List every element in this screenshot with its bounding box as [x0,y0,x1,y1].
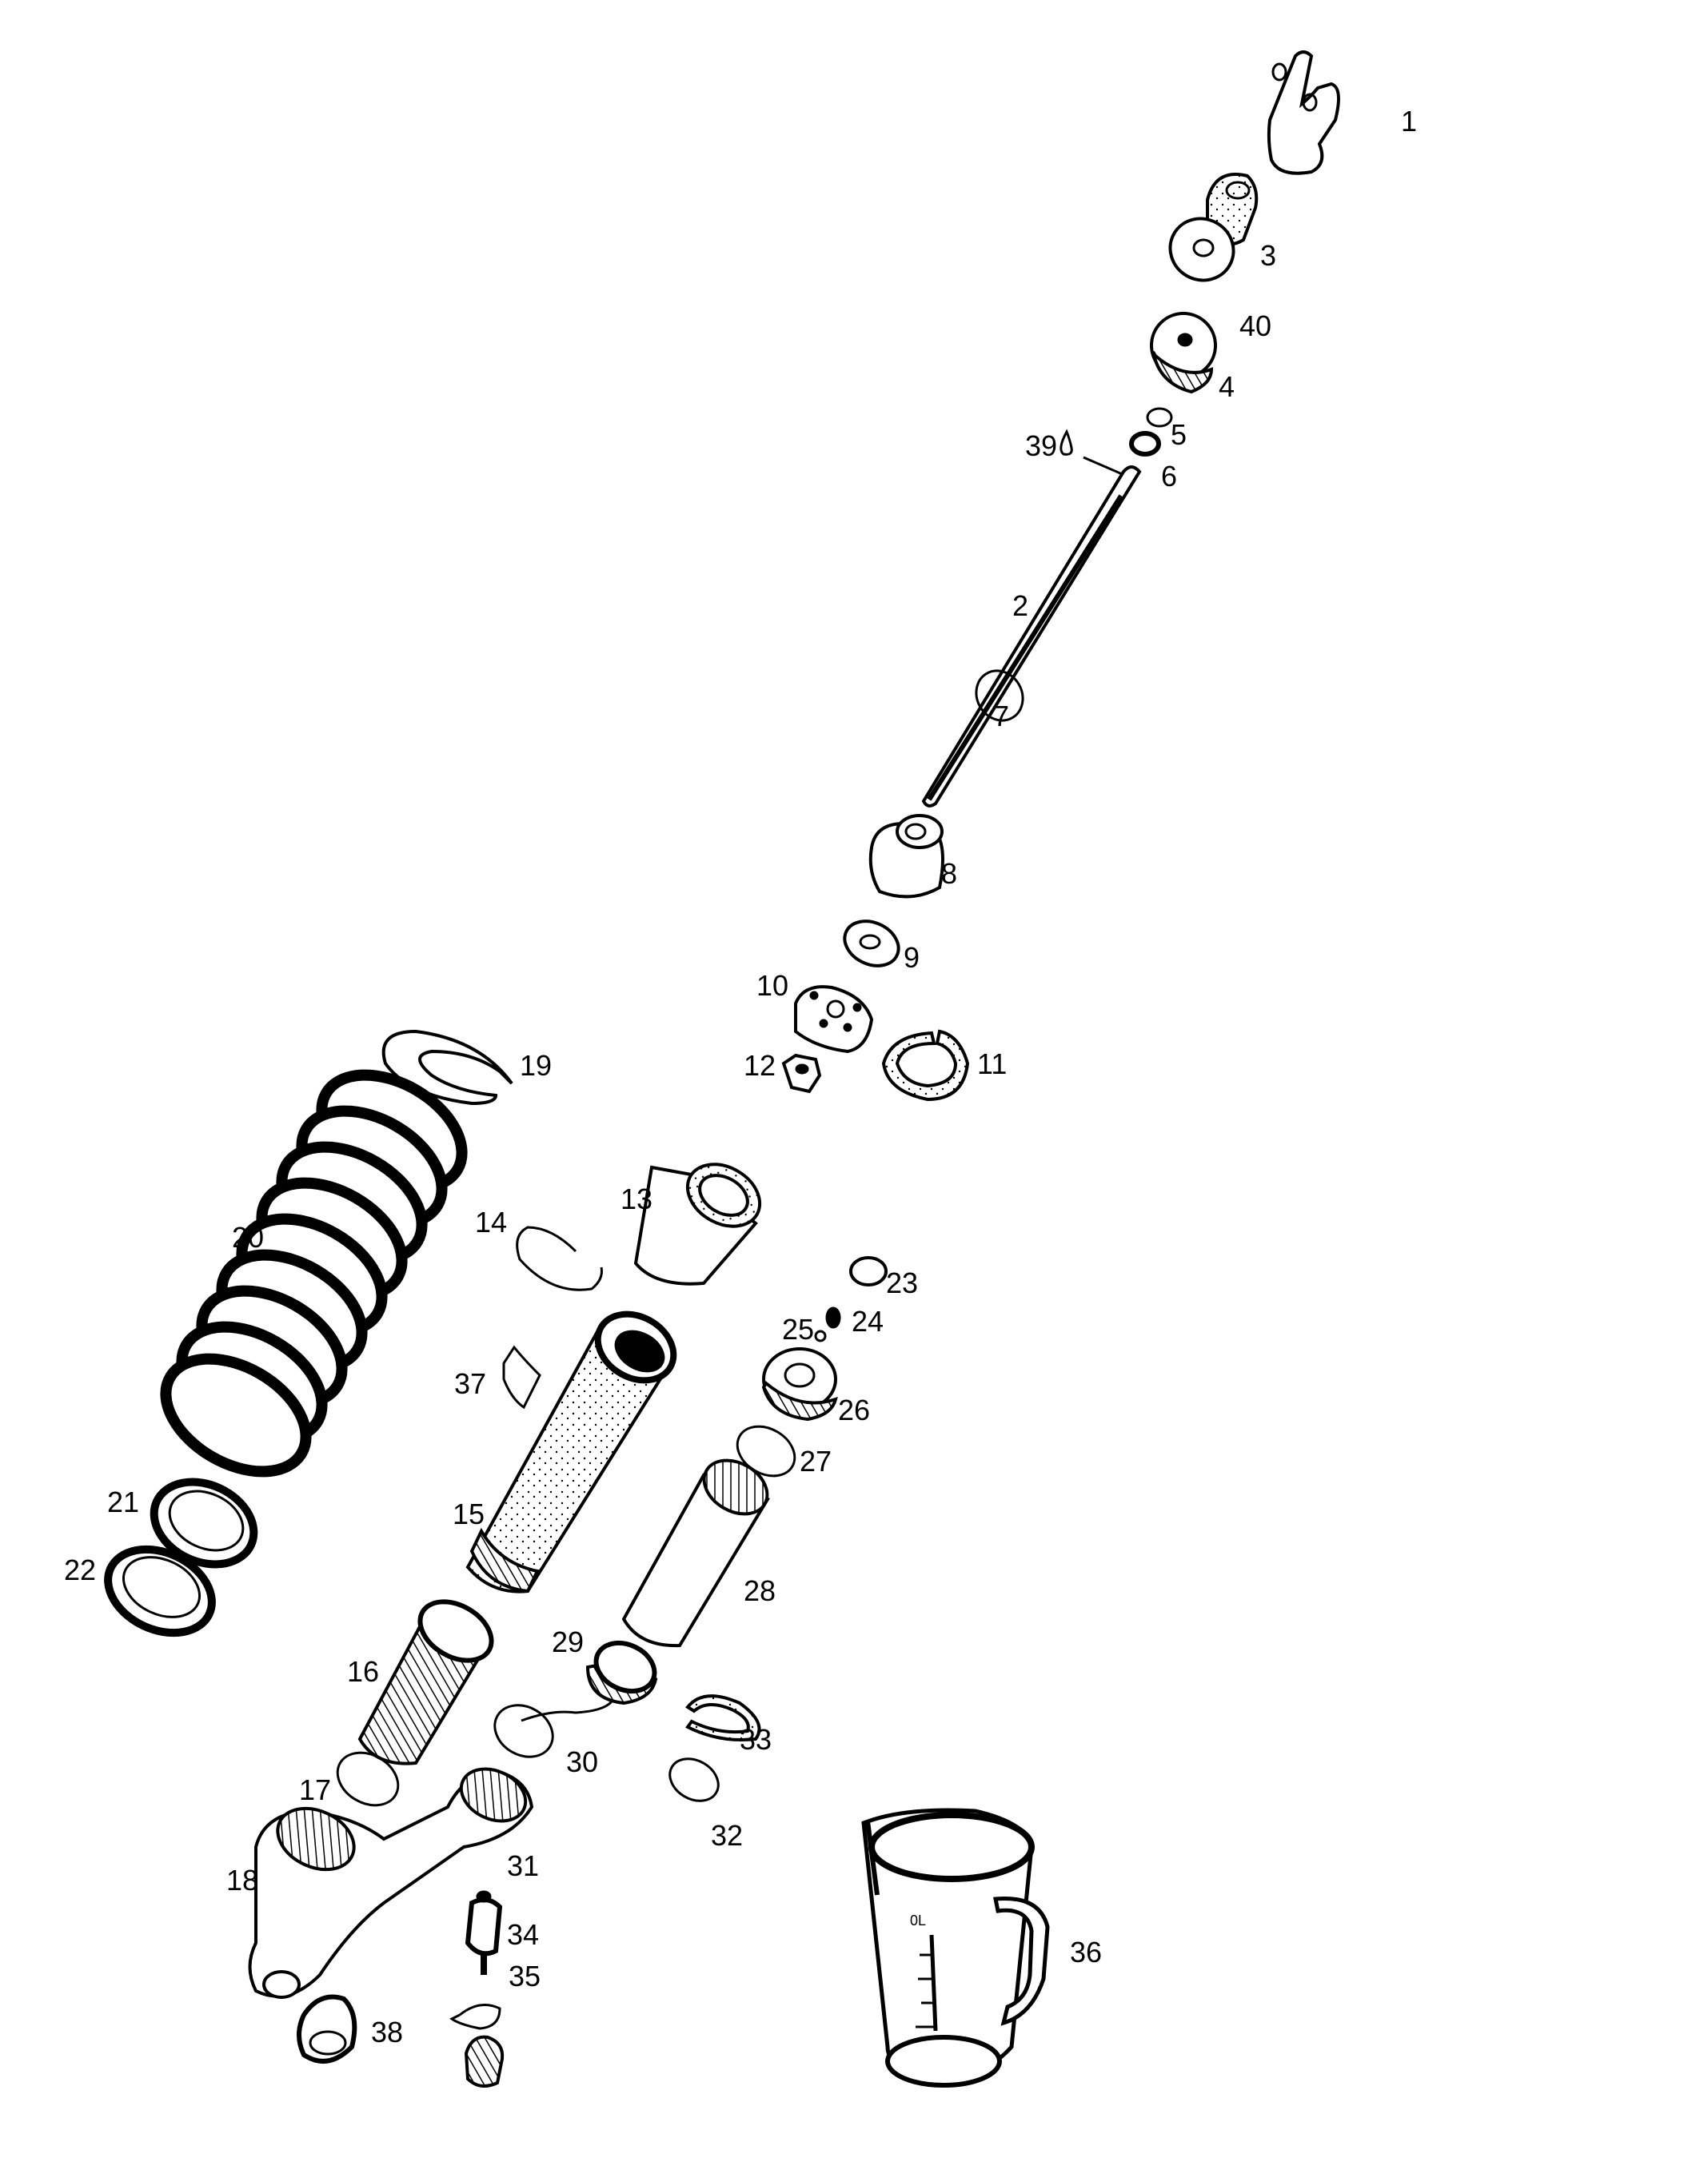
jug-scale-mark: 0L [910,1913,926,1929]
part-seal-6 [1129,431,1161,457]
part-lower-bridge [248,1767,534,1999]
callout-36: 36 [1070,1936,1103,1969]
callout-28: 28 [744,1574,776,1607]
part-piston [794,985,874,1054]
part-piston-ring [881,1029,970,1102]
part-washer-40 [1168,217,1235,282]
part-end-cap-26 [761,1347,838,1422]
part-collar-29 [585,1640,658,1705]
part-cap-23 [849,1256,888,1286]
callout-1: 1 [1401,105,1418,138]
part-oring-32 [668,1757,720,1802]
callout-24: 24 [852,1305,884,1338]
oil-drop-icon [1060,429,1073,456]
part-oring-25 [814,1330,827,1342]
callout-38: 38 [371,2016,404,2048]
part-circlip-14 [516,1226,603,1291]
part-washer-9 [843,919,900,967]
part-circlip-34 [449,2004,501,2030]
part-oring-5 [1146,407,1173,428]
callout-19: 19 [520,1049,553,1082]
callout-35: 35 [509,1960,541,1992]
part-outer-body [465,1310,677,1594]
leader-line-39 [1083,456,1127,477]
part-piston-ring-33 [685,1694,761,1741]
callout-40: 40 [1239,309,1272,342]
callout-26: 26 [838,1394,871,1426]
callout-37: 37 [454,1367,487,1400]
part-top-cap [1150,312,1217,394]
callout-9: 9 [904,941,920,974]
part-oring-30 [493,1700,613,1758]
part-reservoir-tube [621,1458,770,1648]
callout-25: 25 [782,1313,815,1346]
callout-4: 4 [1219,370,1235,403]
part-rod-guide [868,814,944,899]
part-lock-ring [104,1545,216,1637]
callout-6: 6 [1161,460,1178,493]
part-bushing-38 [297,1994,357,2064]
callout-34: 34 [507,1918,540,1951]
callout-23: 23 [886,1266,919,1299]
callout-39: 39 [1025,429,1058,462]
part-threaded-body [357,1599,494,1765]
callout-22: 22 [64,1554,97,1586]
part-valve-screw-24 [825,1306,841,1329]
callout-21: 21 [107,1486,140,1518]
part-valve-31 [465,1890,503,1975]
callout-15: 15 [453,1498,485,1530]
part-coil-spring [160,1069,468,1478]
part-tube-13 [633,1163,762,1286]
callout-12: 12 [744,1049,776,1082]
part-knob-35 [464,2035,505,2088]
callout-5: 5 [1171,418,1187,451]
callout-16: 16 [347,1655,380,1688]
callout-10: 10 [756,969,789,1002]
callout-14: 14 [475,1206,508,1239]
callout-33: 33 [740,1723,772,1756]
callout-7: 7 [993,700,1010,732]
part-decal-37 [502,1345,541,1410]
callout-3: 3 [1260,239,1277,272]
part-oring-7 [975,669,1024,722]
callout-17: 17 [299,1773,332,1806]
callout-2: 2 [1012,589,1029,622]
callout-18: 18 [226,1864,259,1897]
part-measuring-jug: 0L [861,1808,1050,2088]
part-adjusting-ring [150,1478,258,1569]
callout-13: 13 [621,1183,653,1215]
part-clevis-eye [1267,50,1340,175]
callout-32: 32 [711,1819,744,1852]
callout-31: 31 [507,1849,540,1882]
part-piston-rod [921,465,1142,808]
part-oring-17 [336,1751,400,1807]
callout-30: 30 [566,1745,599,1778]
callout-27: 27 [800,1445,832,1478]
callout-20: 20 [232,1221,265,1254]
callout-29: 29 [552,1625,585,1658]
callout-8: 8 [941,857,958,890]
callout-11: 11 [977,1047,1008,1080]
